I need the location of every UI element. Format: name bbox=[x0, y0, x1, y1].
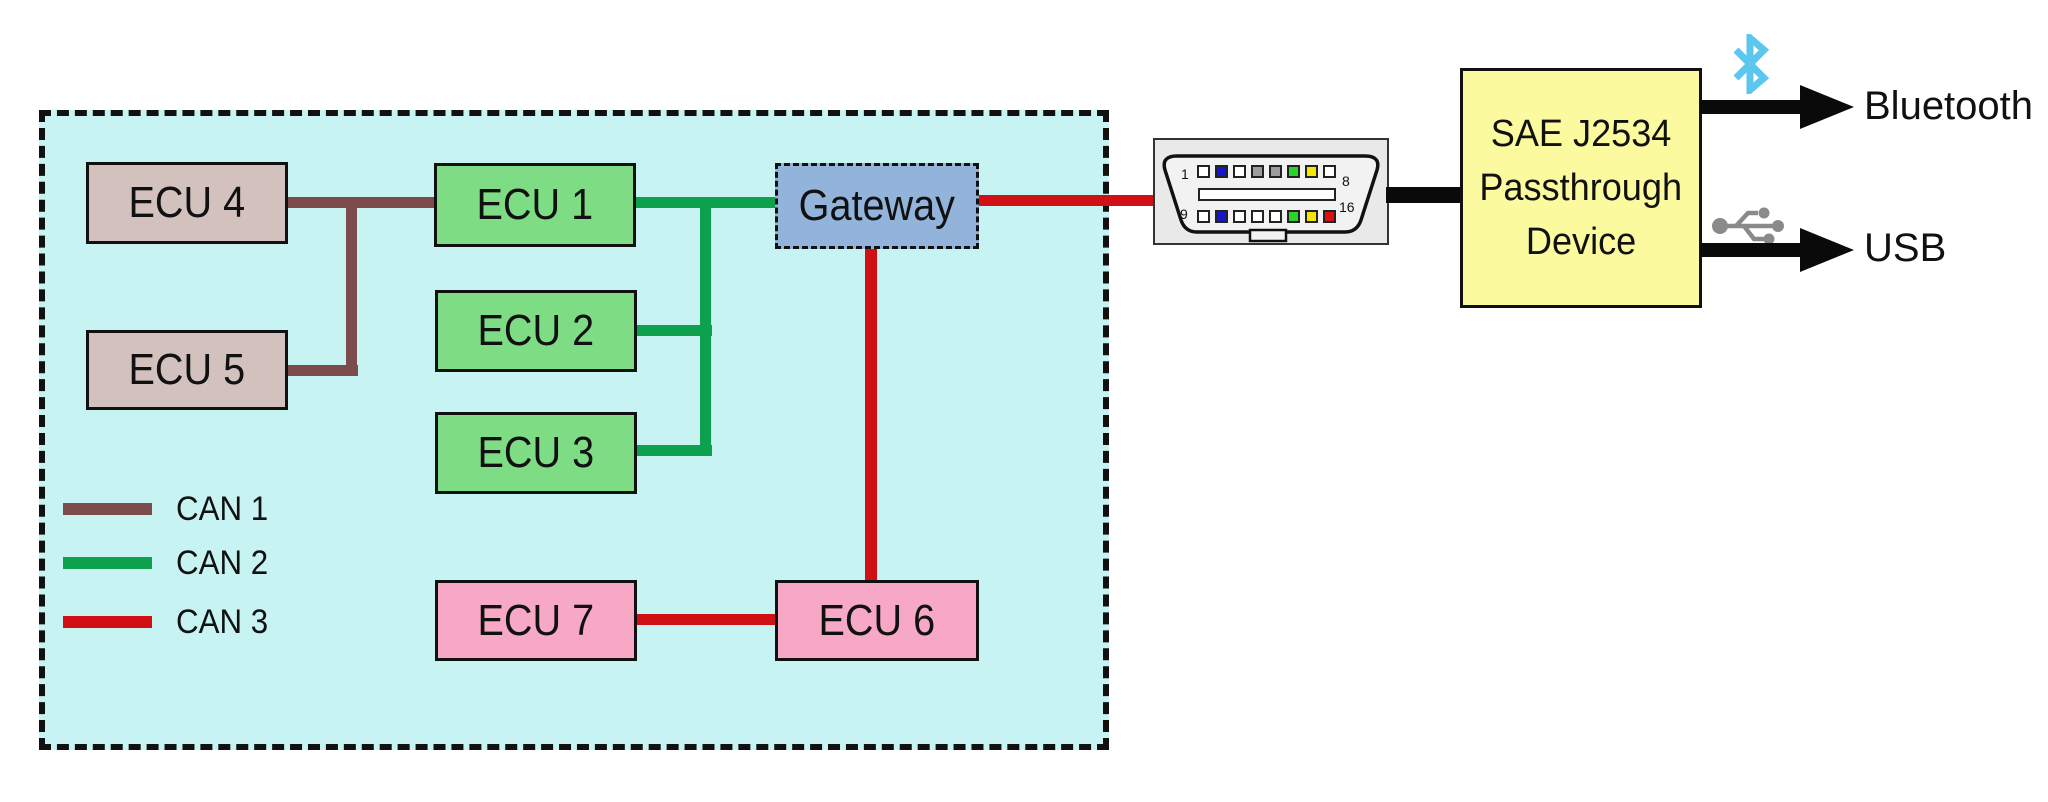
can1-bus-ecu4-ecu1 bbox=[286, 197, 438, 208]
can2-bus-ecu3 bbox=[634, 445, 712, 456]
legend-label-can3: CAN 3 bbox=[176, 602, 269, 641]
usb-icon bbox=[1712, 207, 1784, 245]
can1-bus-ecu5 bbox=[286, 365, 358, 376]
legend-label-can2: CAN 2 bbox=[176, 543, 269, 582]
legend-row-can3: CAN 3 bbox=[63, 602, 276, 642]
node-ecu6-label: ECU 6 bbox=[818, 595, 936, 645]
obd-pin bbox=[1269, 210, 1282, 223]
obd-pin bbox=[1287, 210, 1300, 223]
obd-pin bbox=[1215, 165, 1228, 178]
usb-label: USB bbox=[1864, 226, 1947, 270]
obd-connector: 1 8 9 16 bbox=[1153, 138, 1389, 245]
node-ecu4-label: ECU 4 bbox=[128, 178, 246, 227]
bluetooth-icon bbox=[1733, 34, 1770, 94]
obd-pin bbox=[1251, 165, 1264, 178]
obd-pin bbox=[1323, 165, 1336, 178]
usb-arrow-line bbox=[1700, 243, 1802, 257]
legend-swatch-can3 bbox=[63, 616, 152, 628]
obd-pin bbox=[1215, 210, 1228, 223]
can1-bus-vertical bbox=[346, 197, 357, 376]
node-gateway: Gateway bbox=[775, 163, 979, 249]
node-ecu5: ECU 5 bbox=[86, 330, 288, 410]
obd-pin bbox=[1305, 210, 1318, 223]
node-ecu7: ECU 7 bbox=[435, 580, 637, 661]
device-label-line2: Passthrough bbox=[1479, 167, 1683, 209]
obd-pin bbox=[1305, 165, 1318, 178]
obd-pin bbox=[1233, 210, 1246, 223]
node-ecu1-label: ECU 1 bbox=[476, 180, 594, 229]
can3-bus-gateway-obd bbox=[977, 195, 1155, 206]
node-ecu1: ECU 1 bbox=[434, 163, 636, 247]
obd-pin-number-9: 9 bbox=[1180, 206, 1188, 222]
can3-bus-ecu7-ecu6 bbox=[635, 614, 777, 625]
obd-pin-row-top bbox=[1197, 165, 1337, 178]
can2-bus-ecu2 bbox=[634, 325, 712, 336]
obd-pin bbox=[1197, 210, 1210, 223]
legend-row-can2: CAN 2 bbox=[63, 543, 276, 583]
legend-row-can1: CAN 1 bbox=[63, 489, 276, 529]
device-label-line1: SAE J2534 bbox=[1490, 113, 1672, 155]
can3-bus-vertical bbox=[865, 245, 877, 585]
obd-pin bbox=[1233, 165, 1246, 178]
bluetooth-arrow-head bbox=[1800, 85, 1854, 129]
node-ecu6: ECU 6 bbox=[775, 580, 979, 661]
node-gateway-label: Gateway bbox=[798, 181, 956, 230]
obd-pin-number-8: 8 bbox=[1342, 173, 1350, 189]
node-ecu7-label: ECU 7 bbox=[477, 595, 595, 645]
node-ecu5-label: ECU 5 bbox=[128, 345, 246, 394]
obd-pin-number-16: 16 bbox=[1339, 199, 1355, 215]
node-ecu3-label: ECU 3 bbox=[477, 428, 595, 477]
passthrough-device-box: SAE J2534 Passthrough Device bbox=[1460, 68, 1702, 308]
obd-pin bbox=[1197, 165, 1210, 178]
device-label-line3: Device bbox=[1525, 221, 1637, 263]
legend-swatch-can2 bbox=[63, 557, 152, 569]
bluetooth-arrow-line bbox=[1700, 100, 1802, 114]
legend-swatch-can1 bbox=[63, 503, 152, 515]
obd-center-slot bbox=[1198, 188, 1336, 201]
node-ecu4: ECU 4 bbox=[86, 162, 288, 244]
node-ecu3: ECU 3 bbox=[435, 412, 637, 494]
obd-pin bbox=[1251, 210, 1264, 223]
legend-label-can1: CAN 1 bbox=[176, 489, 269, 528]
bluetooth-label: Bluetooth bbox=[1864, 84, 2034, 128]
obd-pin bbox=[1323, 210, 1336, 223]
usb-arrow-head bbox=[1800, 228, 1854, 272]
obd-device-cable bbox=[1386, 187, 1466, 203]
obd-pin-row-bottom bbox=[1197, 210, 1337, 223]
node-ecu2-label: ECU 2 bbox=[477, 306, 595, 355]
obd-pin bbox=[1287, 165, 1300, 178]
obd-pin-number-1: 1 bbox=[1181, 166, 1189, 182]
obd-pin bbox=[1269, 165, 1282, 178]
node-ecu2: ECU 2 bbox=[435, 290, 637, 372]
